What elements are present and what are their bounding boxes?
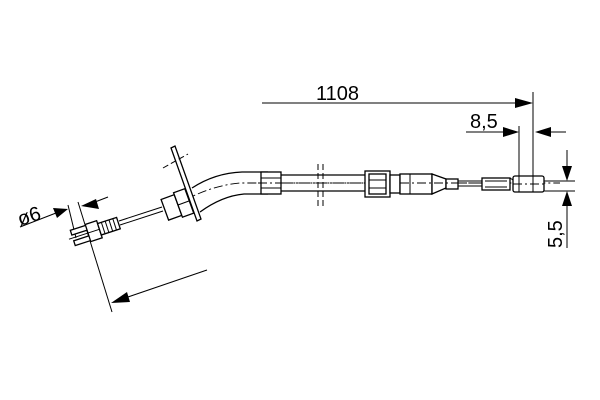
clevis-end	[68, 216, 122, 247]
dimension-length-label: 1108	[316, 83, 359, 105]
mounting-bracket	[160, 145, 202, 222]
dimension-end-fitting-length-label: 8,5	[470, 111, 498, 133]
sheath-crimp	[258, 171, 284, 195]
barrel-end-fitting	[512, 175, 575, 193]
straight-sheath	[281, 174, 368, 192]
inner-cable	[118, 206, 164, 226]
dimension-end-fitting-diameter: 5,5	[520, 150, 575, 248]
sheath-break-marks	[317, 164, 324, 206]
adjuster-nut	[364, 170, 401, 198]
bent-sheath	[191, 171, 268, 213]
dimension-clevis-diameter: ø6	[15, 196, 113, 313]
threaded-sleeve	[481, 177, 514, 191]
sheath-end-ferrule	[399, 173, 459, 195]
dimension-length-left-arrow	[111, 269, 208, 303]
dimension-end-fitting-diameter-label: 5,5	[545, 220, 567, 248]
dimension-length: 1108	[262, 83, 534, 190]
dimension-clevis-diameter-label: ø6	[15, 203, 44, 231]
dimension-end-fitting-length: 8,5	[466, 111, 566, 192]
inner-cable-right	[458, 180, 482, 187]
